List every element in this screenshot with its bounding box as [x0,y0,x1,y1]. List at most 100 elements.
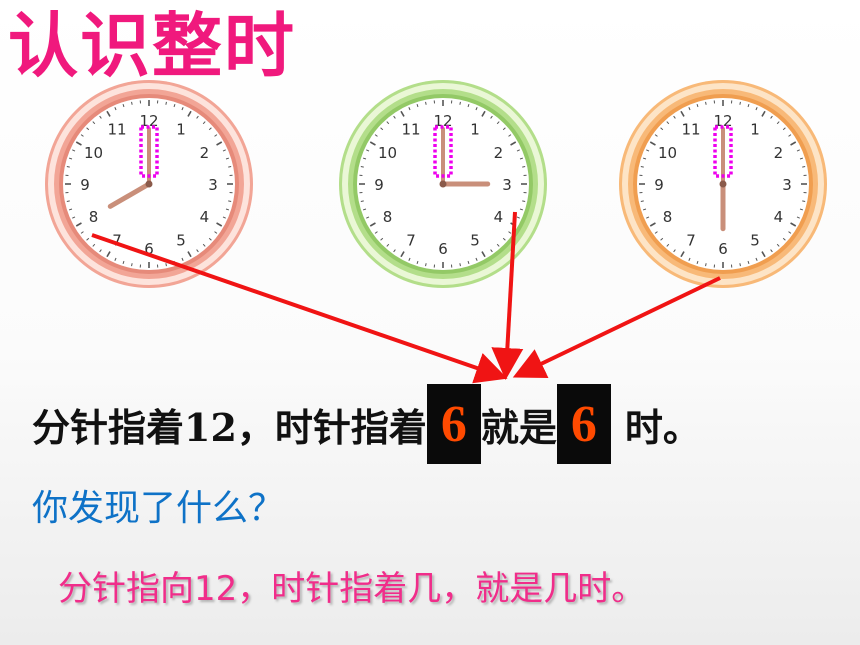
clock-tick [366,216,370,219]
clock-numeral: 7 [112,231,122,249]
clock-tick [646,149,650,152]
clock-numeral: 1 [176,121,186,139]
clock-numeral: 5 [470,231,480,249]
clock-tick [747,103,750,108]
clock-tick [374,134,378,137]
clock-numeral: 10 [658,144,677,162]
clock-numeral: 3 [782,176,792,194]
clock-tick [228,166,232,168]
clock-tick [776,243,780,247]
clock-tick [165,101,167,105]
clock-tick [216,222,223,227]
clock-numeral: 1 [470,121,480,139]
clock-numeral: 10 [378,144,397,162]
clock-center-pin [145,180,153,188]
clock-rim-highlight [48,83,250,285]
conclusion-text: 分针指向12，时针指着几，就是几时。 [58,569,646,609]
clock-tick [92,243,96,247]
answer-box-hour: 6 [426,384,481,464]
clock-tick [362,208,367,211]
clock-numeral: 9 [80,176,90,194]
clock-tick [796,149,800,152]
hour-hand [107,181,152,209]
clock-tick [680,251,685,258]
clock-tick [519,157,524,160]
clock-tick [688,257,691,261]
clock-tick [68,157,73,160]
clock-tick [705,101,707,105]
clock-tick [72,149,76,152]
clock-tick [782,127,786,131]
clock-numeral: 7 [406,231,416,249]
clock-tick [673,249,676,253]
clock-numeral: 5 [176,231,186,249]
clock-numeral: 8 [383,208,393,226]
clock-tick [386,243,390,247]
clock-numeral: 5 [750,231,760,249]
clock-tick [747,260,750,265]
clock-tick [680,110,685,117]
clock-tick [510,141,517,146]
clock-tick [106,251,111,258]
clock-numeral: 1 [750,121,760,139]
clock-tick [75,222,82,227]
clock-tick [770,115,773,119]
arrow-from-clock-6 [512,276,721,379]
clock-tick [755,257,758,261]
clock-tick [114,107,117,111]
clock-tick [408,257,411,261]
question-text: 你发现了什么？ [32,488,285,529]
clock-tick [761,251,766,258]
clock-rim-highlight [622,83,824,285]
clock-tick [122,260,125,265]
clock-numeral: 2 [774,144,784,162]
clock-numeral: 3 [502,176,512,194]
clock-numeral: 3 [208,176,218,194]
clock-tick [696,260,699,265]
clock-tick [799,157,804,160]
clock-tick [490,249,493,253]
clock-tick [92,121,96,125]
clock-tick [776,121,780,125]
clock-tick [66,166,70,168]
minute-hand-highlight [433,125,453,178]
clock-tick [362,157,367,160]
clock-tick [642,208,647,211]
clock-rim-highlight [342,83,544,285]
clock-tick [755,107,758,111]
clock-tick [380,127,384,131]
clock-tick [640,200,644,202]
clock-tick [705,263,707,267]
clock-numeral: 2 [494,144,504,162]
minute-hand-highlight [139,125,159,178]
clock-numeral: 4 [200,208,210,226]
clock-tick [516,216,520,219]
clock-tick [646,216,650,219]
clock-tick [360,166,364,168]
clock-tick [481,110,486,117]
clock-numeral: 10 [84,144,103,162]
clock-numeral: 7 [686,231,696,249]
clock-tick [519,208,524,211]
clock-tick [408,107,411,111]
clock-tick [68,208,73,211]
clock-tick [770,249,773,253]
clock-tick [202,243,206,247]
clock-tick [222,216,226,219]
clock-tick [75,141,82,146]
clock-numeral: 9 [654,176,664,194]
clock-numeral: 4 [774,208,784,226]
clock-tick [369,222,376,227]
sentence-part-3: 时。 [624,404,701,450]
clock-tick [181,107,184,111]
clock-tick [393,249,396,253]
answer-box-time: 6 [556,384,611,464]
clock-tick [673,115,676,119]
clock-tick [739,101,741,105]
clock-tick [222,149,226,152]
sentence-part-1: 分针指着12，时针指着 [32,404,427,450]
clock-tick [467,103,470,108]
